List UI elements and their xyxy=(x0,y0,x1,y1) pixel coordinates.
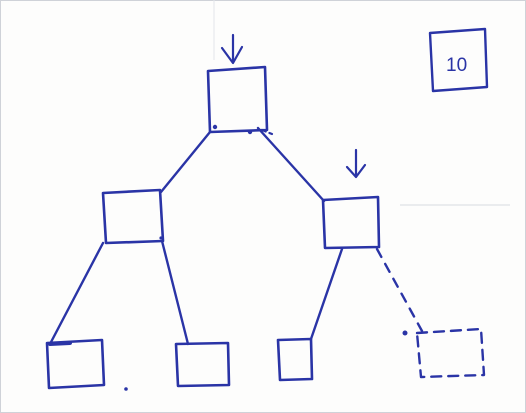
tree-node-leaf-2 xyxy=(174,341,231,388)
tree-node-leaf-4-dashed xyxy=(402,327,486,379)
tree-node-root xyxy=(206,65,269,134)
tree-edge-right-leaf3 xyxy=(309,247,344,341)
tree-node-leaf-3 xyxy=(276,337,314,382)
right-child-marker-arrow xyxy=(345,148,367,179)
leaf-4-dot xyxy=(402,330,408,336)
counter-box: 10 xyxy=(428,27,489,93)
tree-edge-right-leaf4-dashed xyxy=(375,247,424,333)
paper-marks xyxy=(213,0,510,206)
tree-edge-left-leaf2 xyxy=(160,239,190,346)
stray-ink-marks xyxy=(124,124,253,391)
tree-edge-left-leaf1 xyxy=(48,241,105,346)
tree-edge-root-right xyxy=(256,126,326,203)
counter-label: 10 xyxy=(446,55,467,76)
ink-layer: 10 xyxy=(45,27,489,391)
root-marker-arrow xyxy=(220,33,244,65)
tree-node-right-child xyxy=(321,195,381,250)
tree-node-left-child xyxy=(101,188,165,245)
tree-edge-root-left xyxy=(159,130,212,194)
tree-node-leaf-1 xyxy=(45,338,106,390)
